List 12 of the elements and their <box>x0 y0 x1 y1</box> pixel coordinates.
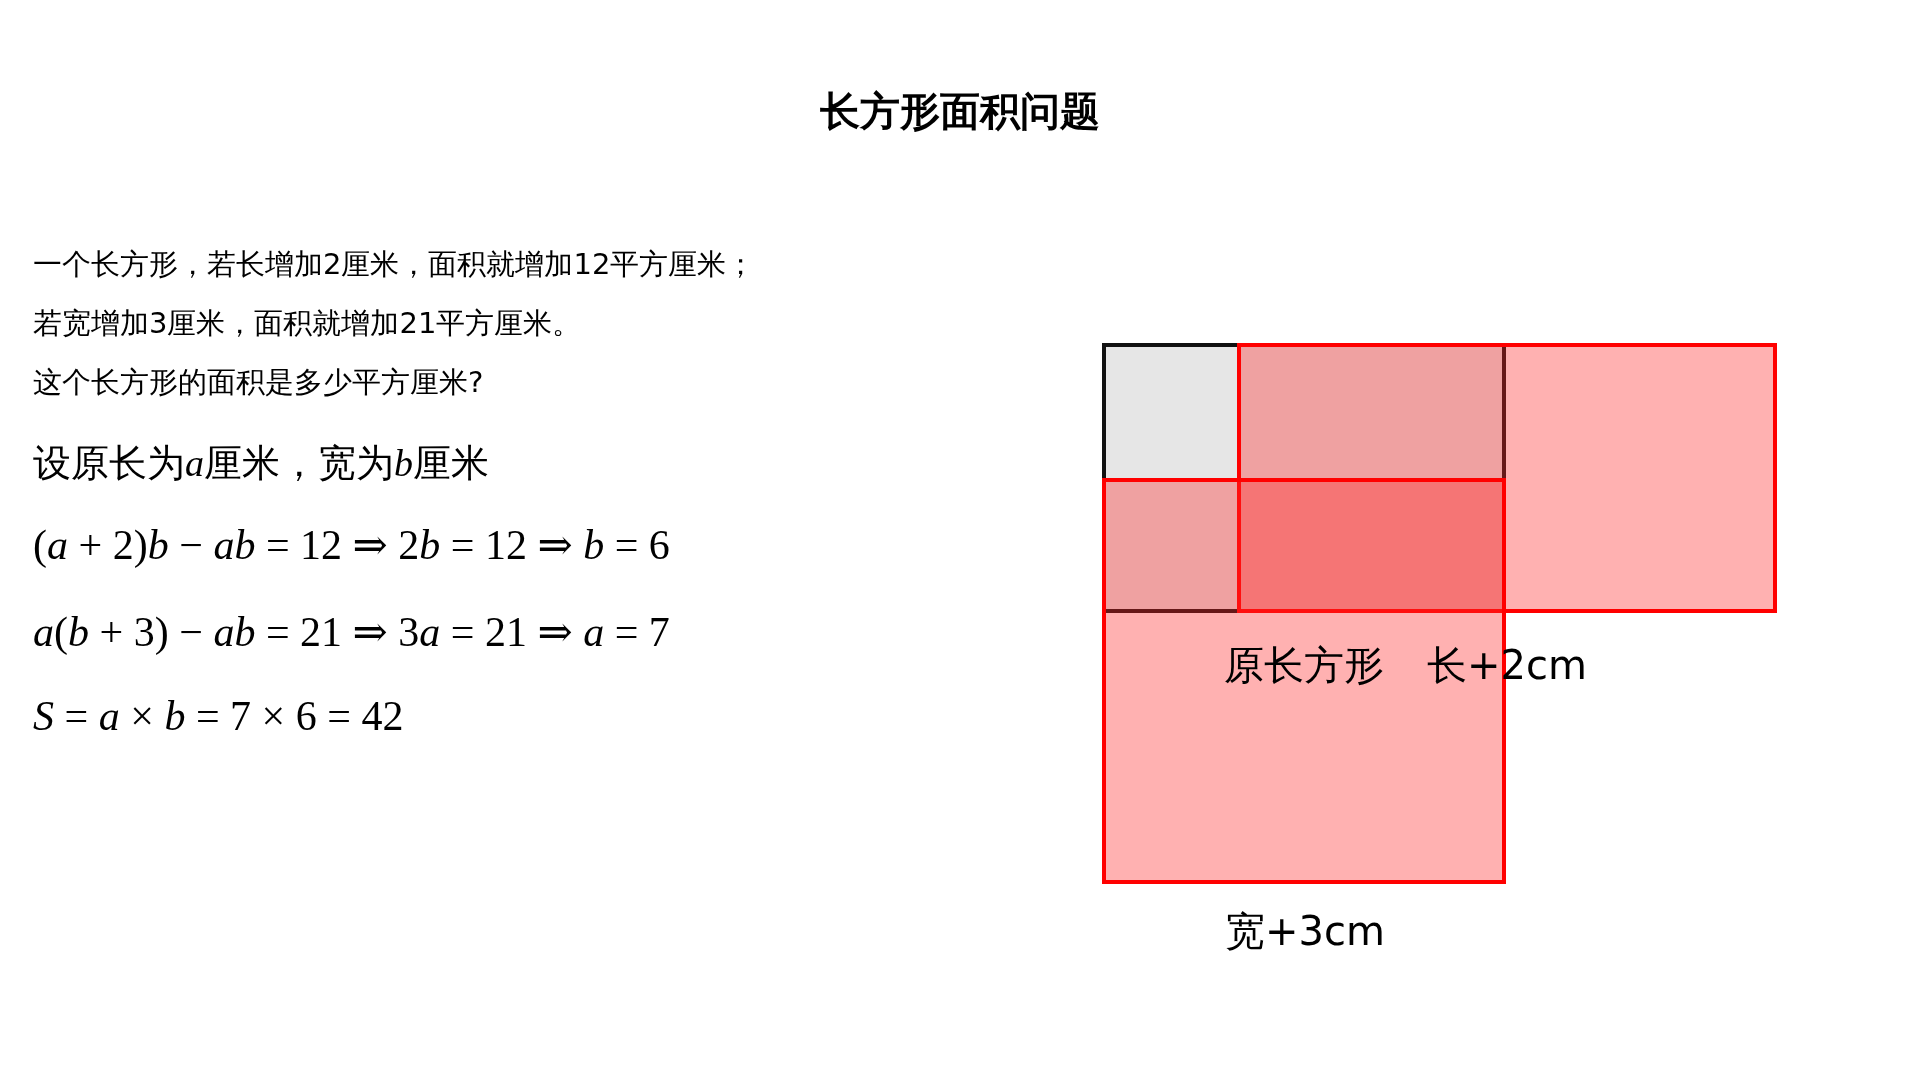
title: 长方形面积问题 <box>820 87 1100 136</box>
problem-text: 这个长方形的面积是多少平方厘米? <box>33 364 484 401</box>
rectangle <box>1237 343 1777 613</box>
rectangle-label: 宽+3cm <box>1225 907 1385 956</box>
problem-text: 一个长方形，若长增加2厘米，面积就增加12平方厘米； <box>33 246 756 283</box>
equation: a(b + 3) − ab = 21 ⇒ 3a = 21 ⇒ a = 7 <box>33 608 670 656</box>
figure-label: 原长方形 <box>1224 641 1384 690</box>
rectangle <box>1102 343 1506 613</box>
setup-text: 设原长为a厘米，宽为b厘米 <box>33 441 489 486</box>
equation: S = a × b = 7 × 6 = 42 <box>33 692 404 740</box>
equation: (a + 2)b − ab = 12 ⇒ 2b = 12 ⇒ b = 6 <box>33 521 670 569</box>
problem-text: 若宽增加3厘米，面积就增加21平方厘米。 <box>33 305 582 342</box>
